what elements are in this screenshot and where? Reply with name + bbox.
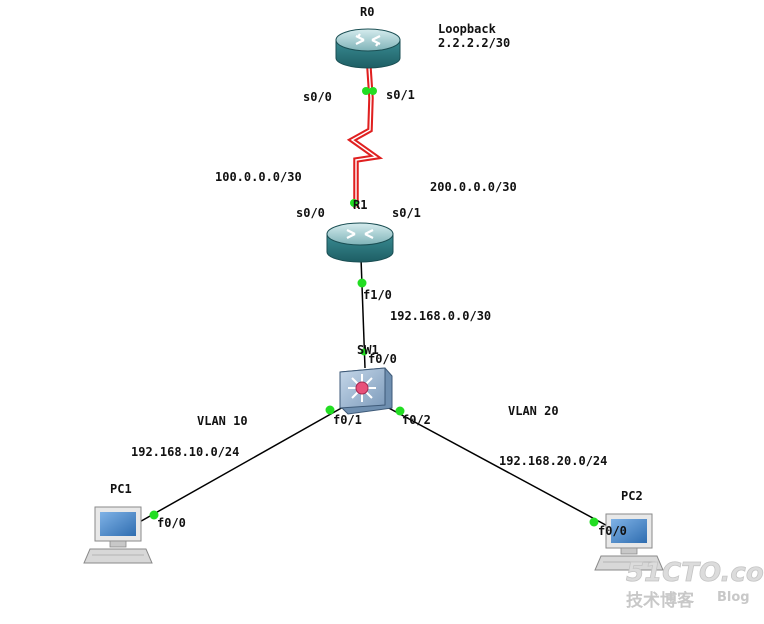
router-r1-label: R1 [353, 198, 367, 212]
pc1-computer-icon[interactable] [83, 506, 153, 564]
pc1-label: PC1 [110, 482, 132, 496]
ethernet-link-sw1-pc2[interactable] [384, 405, 616, 531]
watermark-brand: 51CTO.com [626, 558, 764, 588]
pc2-computer-icon[interactable] [594, 513, 664, 571]
port-status-r1-f1-0 [357, 278, 367, 288]
r0-port-s0-1: s0/1 [386, 88, 415, 102]
r1-port-f1-0: f1/0 [363, 288, 392, 302]
loopback-label: Loopback [438, 22, 497, 36]
watermark-subtitle: 技术博客 [626, 590, 695, 611]
sw1-port-f0-2: f0/2 [402, 413, 431, 427]
router-r0-icon[interactable] [335, 28, 401, 69]
pc2-port-f0-0: f0/0 [598, 524, 627, 538]
watermark-blog: Blog [717, 590, 750, 605]
sw1-port-f0-1: f0/1 [333, 413, 362, 427]
port-status-sw1-f0-1 [325, 405, 335, 415]
vlan-20-label: VLAN 20 [508, 404, 559, 418]
watermark-51cto: 51CTO.com 技术博客 Blog [626, 558, 764, 611]
r0-port-s0-0: s0/0 [303, 90, 332, 104]
pc2-label: PC2 [621, 489, 643, 503]
router-r1-icon[interactable] [326, 222, 394, 263]
network-200-label: 200.0.0.0/30 [430, 180, 517, 194]
pc1-port-f0-0: f0/0 [157, 516, 186, 530]
multilayer-switch-sw1-icon[interactable] [339, 367, 393, 415]
network-192-168-10-label: 192.168.10.0/24 [131, 445, 239, 459]
switch-sw1-label: SW1 [357, 343, 379, 357]
port-status-r0-s0-0 [362, 87, 370, 95]
loopback-address: 2.2.2.2/30 [438, 36, 510, 50]
port-status-pc2-f0-0 [589, 517, 599, 527]
ethernet-link-sw1-pc1[interactable] [119, 405, 346, 534]
vlan-10-label: VLAN 10 [197, 414, 248, 428]
port-status-r1-serial [350, 199, 358, 207]
network-192-168-0-label: 192.168.0.0/30 [390, 309, 491, 323]
port-status-r0-s0-1 [369, 87, 377, 95]
network-100-label: 100.0.0.0/30 [215, 170, 302, 184]
port-status-sw1-f0-2 [395, 406, 405, 416]
r1-port-s0-0: s0/0 [296, 206, 325, 220]
router-r0-label: R0 [360, 5, 374, 19]
serial-link-r0-r1[interactable] [346, 67, 384, 208]
r1-port-s0-1: s0/1 [392, 206, 421, 220]
sw1-port-f0-0: f0/0 [368, 352, 397, 366]
network-192-168-20-label: 192.168.20.0/24 [499, 454, 607, 468]
port-status-pc1-f0-0 [149, 510, 159, 520]
port-status-sw1-f0-0 [360, 348, 368, 356]
